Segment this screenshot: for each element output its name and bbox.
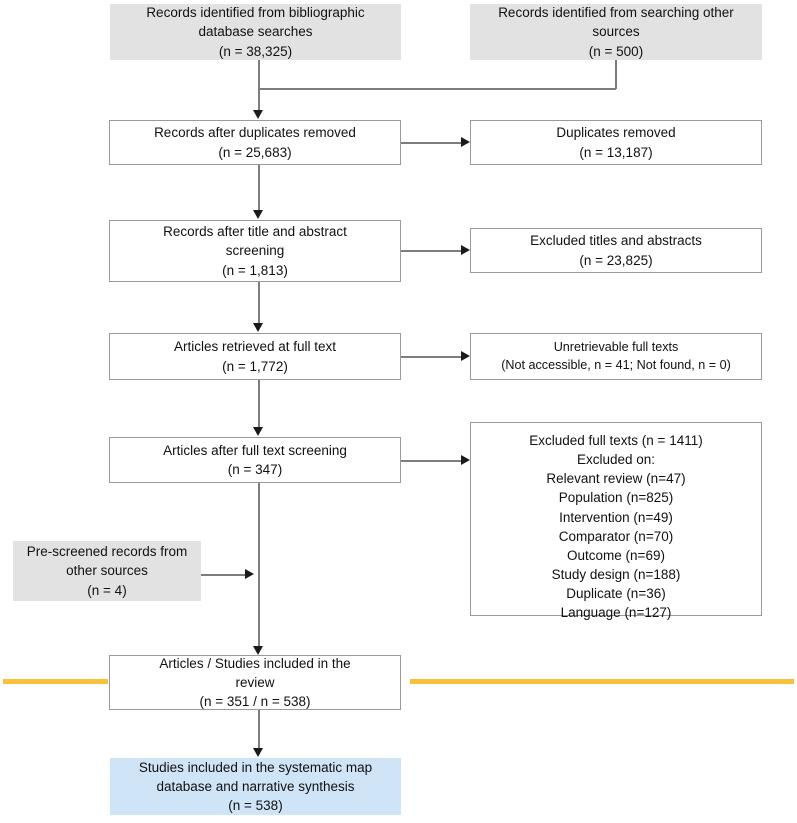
connector-pre-screened-to-main <box>201 574 249 576</box>
node-excluded-titles-abstracts: Excluded titles and abstracts (n = 23,82… <box>470 228 762 273</box>
node-line: Studies included in the systematic map <box>138 759 373 775</box>
node-line: (n = 347) <box>227 462 283 477</box>
node-line: (Not accessible, n = 41; Not found, n = … <box>501 357 731 372</box>
arrow-down-to-records-after-duplicates <box>253 110 263 119</box>
node-line: Records after title and abstract <box>163 224 347 240</box>
node-line: (n = 4) <box>87 582 127 598</box>
node-line: (n = 1,772) <box>222 358 288 374</box>
node-line: screening <box>225 243 285 259</box>
exclusion-reason: Population (n=825) <box>558 490 674 506</box>
node-line: review <box>235 674 275 690</box>
node-line: Articles / Studies included in the <box>159 655 351 671</box>
node-line: (n = 13,187) <box>579 144 653 160</box>
connector-main-4 <box>258 380 260 432</box>
arrow-right-to-excluded-titles <box>461 245 470 255</box>
node-records-after-title-abstract-screening: Records after title and abstract screeni… <box>109 220 401 282</box>
connector-main-5 <box>258 483 260 651</box>
node-excluded-full-texts: Excluded full texts (n = 1411) Excluded … <box>470 422 762 620</box>
node-line: Articles after full text screening <box>163 442 347 458</box>
orange-rule-right <box>410 679 794 684</box>
exclusion-reason: Comparator (n=70) <box>558 528 674 544</box>
connector-to-unretrievable <box>401 356 461 358</box>
node-pre-screened-records: Pre-screened records from other sources … <box>13 541 201 601</box>
exclusion-reason: Study design (n=188) <box>551 567 681 583</box>
node-line: (n = 23,825) <box>579 252 653 268</box>
node-line: Unretrievable full texts <box>553 339 679 354</box>
node-articles-retrieved-full-text: Articles retrieved at full text (n = 1,7… <box>109 333 401 380</box>
arrow-down-to-articles-included <box>253 646 263 655</box>
exclusion-reason: Language (n=127) <box>560 605 672 621</box>
excluded-full-texts-header: Excluded full texts (n = 1411) <box>529 433 703 448</box>
arrow-down-to-articles-retrieved <box>253 323 263 332</box>
connector-main-3 <box>258 282 260 328</box>
node-studies-included-systematic-map: Studies included in the systematic map d… <box>110 758 401 815</box>
node-line: Excluded titles and abstracts <box>530 233 702 249</box>
arrow-down-to-articles-after-full-text <box>253 427 263 436</box>
connector-main-1 <box>258 60 260 113</box>
node-articles-studies-included: Articles / Studies included in the revie… <box>109 655 401 710</box>
arrow-down-to-title-abstract-screening <box>253 210 263 219</box>
connector-to-excluded-titles <box>401 250 461 252</box>
node-records-identified-database: Records identified from bibliographic da… <box>110 4 401 60</box>
node-line: other sources <box>66 563 148 579</box>
connector-main-2 <box>258 165 260 215</box>
node-records-after-duplicates-removed: Records after duplicates removed (n = 25… <box>109 120 401 165</box>
orange-rule-left <box>3 679 108 684</box>
node-line: (n = 538) <box>228 798 283 814</box>
node-line: Pre-screened records from <box>26 544 188 560</box>
arrow-down-to-studies-included-map <box>253 748 263 757</box>
connector-other-sources-vertical <box>615 60 617 89</box>
arrow-right-to-unretrievable <box>461 351 470 361</box>
exclusion-reason: Outcome (n=69) <box>567 547 665 563</box>
node-line: (n = 38,325) <box>218 43 293 59</box>
node-records-identified-other-sources: Records identified from searching other … <box>470 4 762 60</box>
node-line: database searches <box>198 24 313 40</box>
node-unretrievable-full-texts: Unretrievable full texts (Not accessible… <box>470 333 762 380</box>
node-duplicates-removed: Duplicates removed (n = 13,187) <box>470 120 762 165</box>
exclusion-reason: Intervention (n=49) <box>559 509 673 525</box>
node-line: (n = 1,813) <box>222 262 288 278</box>
arrow-right-pre-screened-merge <box>245 569 254 579</box>
node-line: Records after duplicates removed <box>154 125 356 141</box>
node-line: Records identified from bibliographic <box>146 5 365 21</box>
node-line: (n = 25,683) <box>218 144 292 160</box>
arrow-right-to-excluded-full-texts <box>461 455 470 465</box>
node-articles-after-full-text-screening: Articles after full text screening (n = … <box>109 437 401 483</box>
node-line: Articles retrieved at full text <box>173 339 337 355</box>
excluded-full-texts-subheader: Excluded on: <box>576 452 656 468</box>
exclusion-reason: Duplicate (n=36) <box>566 586 666 602</box>
connector-main-6 <box>258 710 260 752</box>
node-line: Records identified from searching other <box>498 5 734 21</box>
connector-other-sources-horizontal <box>258 88 616 90</box>
node-line: sources <box>592 24 640 40</box>
exclusion-reason: Relevant review (n=47) <box>546 471 686 487</box>
connector-to-excluded-full-texts <box>401 460 461 462</box>
node-line: (n = 351 / n = 538) <box>199 694 311 710</box>
node-line: Duplicates removed <box>556 125 676 141</box>
node-line: (n = 500) <box>588 43 644 59</box>
arrow-right-to-duplicates-removed <box>461 137 470 147</box>
connector-to-duplicates-removed <box>401 142 461 144</box>
node-line: database and narrative synthesis <box>156 778 355 794</box>
